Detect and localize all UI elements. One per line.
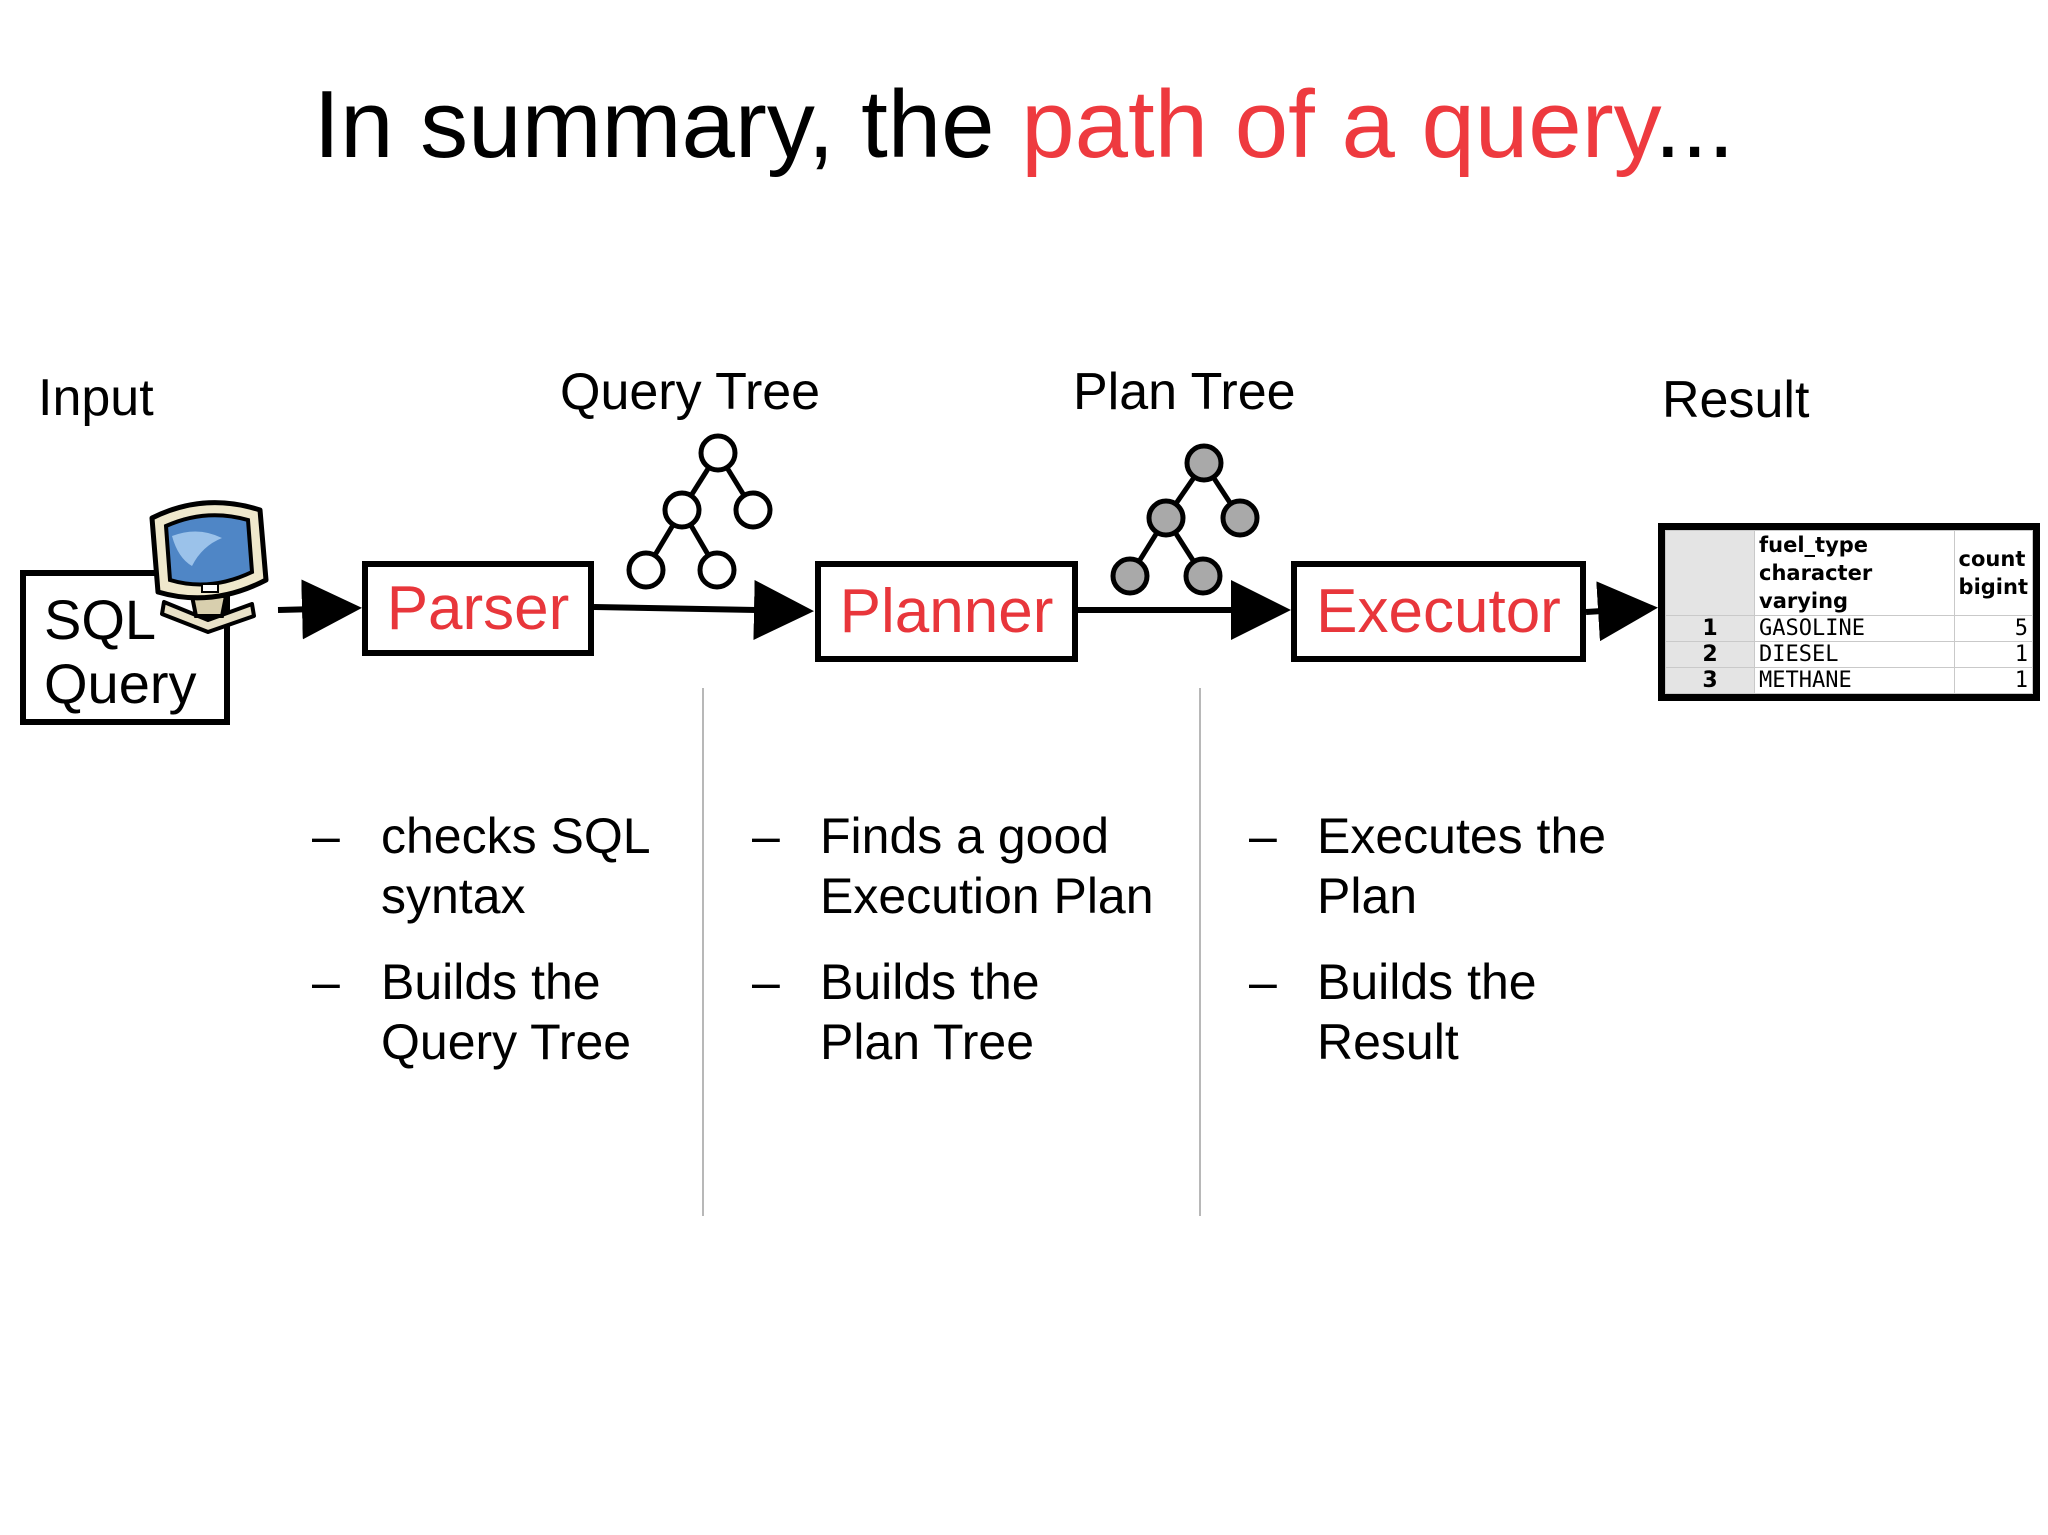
slide-title: In summary, the path of a query... — [0, 70, 2048, 180]
executor-box: Executor — [1291, 561, 1586, 662]
input-label: Input — [38, 369, 154, 427]
sql-query-line2: Query — [44, 652, 197, 715]
row-number: 1 — [1665, 615, 1755, 642]
arrow-input-parser — [277, 579, 362, 640]
cell-count: 1 — [1953, 667, 2034, 694]
cell-count: 5 — [1953, 615, 2034, 642]
row-number: 2 — [1665, 641, 1755, 668]
row-number-header — [1665, 530, 1755, 616]
bullet-dash: – — [752, 808, 780, 864]
cell-count: 1 — [1953, 641, 2034, 668]
table-row: 1 GASOLINE 5 — [1665, 615, 2034, 642]
column-separator-2 — [1199, 688, 1201, 1216]
cell-fuel-type: DIESEL — [1754, 641, 1955, 668]
column-separator-1 — [702, 688, 704, 1216]
table-row: 2 DIESEL 1 — [1665, 641, 2034, 668]
bullet-dash: – — [312, 954, 340, 1010]
title-highlight: path of a query — [1021, 71, 1655, 178]
result-label: Result — [1662, 371, 1810, 429]
plan-tree-icon — [1110, 443, 1260, 596]
arrow-executor-result — [1585, 581, 1658, 642]
bullet-dash: – — [752, 954, 780, 1010]
title-suffix: ... — [1654, 71, 1735, 178]
plan-tree-label: Plan Tree — [1073, 363, 1296, 421]
row-number: 3 — [1665, 667, 1755, 694]
cell-fuel-type: METHANE — [1754, 667, 1955, 694]
executor-label: Executor — [1316, 577, 1561, 646]
query-tree-label: Query Tree — [560, 363, 821, 421]
planner-box: Planner — [815, 561, 1078, 662]
sql-query-line1: SQL — [44, 588, 157, 651]
bullet-dash: – — [312, 808, 340, 864]
parser-box: Parser — [362, 561, 594, 656]
planner-label: Planner — [839, 577, 1054, 646]
bullet-dash: – — [1249, 954, 1277, 1010]
bullet-dash: – — [1249, 808, 1277, 864]
parser-label: Parser — [386, 574, 570, 643]
query-tree-icon — [626, 433, 773, 590]
title-prefix: In summary, the — [313, 71, 1022, 178]
cell-fuel-type: GASOLINE — [1754, 615, 1955, 642]
computer-monitor-icon — [149, 500, 269, 634]
arrow-parser-planner — [593, 579, 814, 640]
table-row: 3 METHANE 1 — [1665, 667, 2034, 694]
